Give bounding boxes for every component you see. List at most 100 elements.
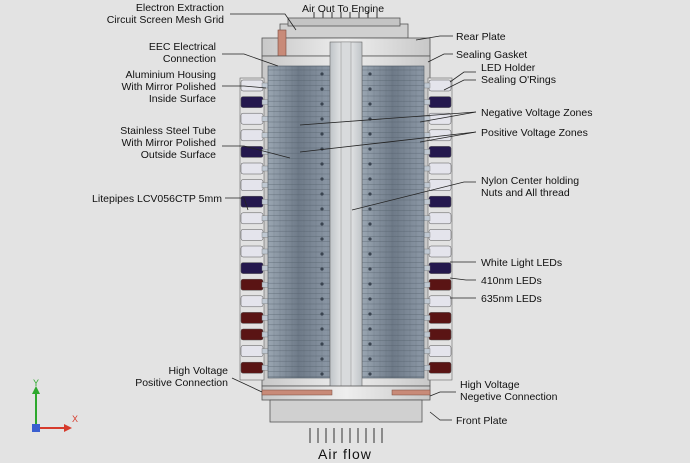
label-ss: Stainless Steel Tube	[120, 125, 216, 137]
litepipe	[261, 348, 269, 354]
led-white-right	[428, 212, 452, 225]
center-holes	[320, 72, 372, 376]
mesh-hole	[368, 207, 372, 211]
axis-y-label: Y	[33, 378, 39, 388]
led-white-left	[240, 229, 264, 241]
litepipe	[423, 99, 431, 105]
led-white-left	[240, 345, 264, 357]
mesh-hole	[368, 357, 372, 361]
eec-connector-top	[277, 29, 287, 57]
mesh-hole	[320, 72, 324, 76]
led-white-left	[240, 245, 264, 258]
led-635-right	[428, 278, 452, 291]
mesh-hole	[320, 327, 324, 331]
mesh-hole	[368, 327, 372, 331]
litepipe	[261, 215, 269, 222]
mesh-hole	[320, 117, 324, 121]
litepipe	[423, 182, 431, 188]
mesh-hole	[368, 342, 372, 346]
label-rear-plate: Rear Plate	[456, 31, 506, 43]
mesh-hole	[320, 162, 324, 166]
label-air-flow: Air flow	[318, 446, 372, 462]
litepipe	[261, 331, 269, 338]
mesh-hole	[368, 252, 372, 256]
led-white-right	[428, 295, 452, 308]
tube-left	[267, 65, 331, 379]
led-635-left	[240, 312, 264, 324]
label-ss-2: With Mirror Polished	[121, 137, 216, 149]
label-eec-2: Connection	[163, 53, 216, 65]
mesh-hole	[320, 372, 324, 376]
label-635-leds: 635nm LEDs	[481, 293, 542, 305]
all-thread	[340, 41, 352, 421]
leader-lines	[222, 13, 477, 421]
litepipe	[261, 198, 269, 205]
mesh-hole	[368, 222, 372, 226]
litepipe	[261, 132, 269, 139]
label-front-plate: Front Plate	[456, 415, 508, 427]
led-white-right	[428, 245, 452, 258]
led-410-right	[428, 262, 452, 274]
label-hv-neg: High Voltage	[460, 379, 520, 391]
litepipe	[261, 248, 269, 255]
label-alu-2: With Mirror Polished	[121, 81, 216, 93]
mesh-hole	[320, 192, 324, 196]
label-nylon-2: Nuts and All thread	[481, 187, 570, 199]
litepipe	[423, 365, 431, 371]
mesh-hole	[368, 372, 372, 376]
mesh-hole	[320, 282, 324, 286]
litepipe	[261, 315, 269, 321]
litepipe	[261, 265, 269, 271]
mesh-hole	[320, 357, 324, 361]
led-white-right	[428, 229, 452, 241]
label-hv-neg-2: Negetive Connection	[460, 391, 558, 403]
label-electron-extraction: Electron Extraction	[136, 2, 224, 14]
ucs-axis-icon: Y X	[32, 378, 78, 432]
label-air-out: Air Out To Engine	[302, 3, 384, 15]
litepipe	[261, 282, 269, 288]
litepipe	[423, 165, 431, 172]
led-white-left	[240, 212, 264, 225]
label-ss-3: Outside Surface	[141, 149, 216, 161]
label-neg-zones: Negative Voltage Zones	[481, 107, 593, 119]
litepipe	[423, 331, 431, 338]
label-sealing-orings: Sealing O'Rings	[481, 74, 556, 86]
litepipe	[423, 265, 431, 271]
led-white-right	[428, 345, 452, 357]
led-635-left	[240, 328, 264, 341]
litepipe	[261, 365, 269, 371]
litepipe	[423, 348, 431, 354]
led-white-left	[240, 129, 264, 142]
label-alu: Aluminium Housing	[126, 69, 217, 81]
mesh-hole	[320, 132, 324, 136]
litepipe	[261, 232, 269, 238]
litepipe	[423, 298, 431, 304]
led-635-left	[240, 361, 264, 374]
mesh-hole	[368, 102, 372, 106]
led-white-right	[428, 79, 452, 92]
led-white-left	[240, 179, 264, 191]
mesh-hole	[368, 282, 372, 286]
mesh-hole	[320, 102, 324, 106]
led-410-left	[240, 96, 264, 108]
hv-negative-connector	[391, 389, 431, 396]
mesh-hole	[368, 87, 372, 91]
litepipe	[261, 298, 269, 304]
label-hv-pos: High Voltage	[168, 365, 228, 377]
label-white-leds: White Light LEDs	[481, 257, 562, 269]
litepipe	[261, 182, 269, 188]
mesh-hole	[368, 297, 372, 301]
litepipe	[423, 215, 431, 222]
led-white-left	[240, 162, 264, 175]
tube-mesh-grid	[268, 66, 424, 378]
tube-right	[361, 65, 425, 379]
led-white-left	[240, 295, 264, 308]
front-plate	[261, 385, 431, 423]
axis-x-label: X	[72, 414, 78, 424]
mesh-hole	[368, 147, 372, 151]
led-635-right	[428, 312, 452, 324]
mesh-hole	[368, 177, 372, 181]
litepipe	[423, 149, 431, 155]
mesh-hole	[320, 342, 324, 346]
mesh-hole	[320, 252, 324, 256]
